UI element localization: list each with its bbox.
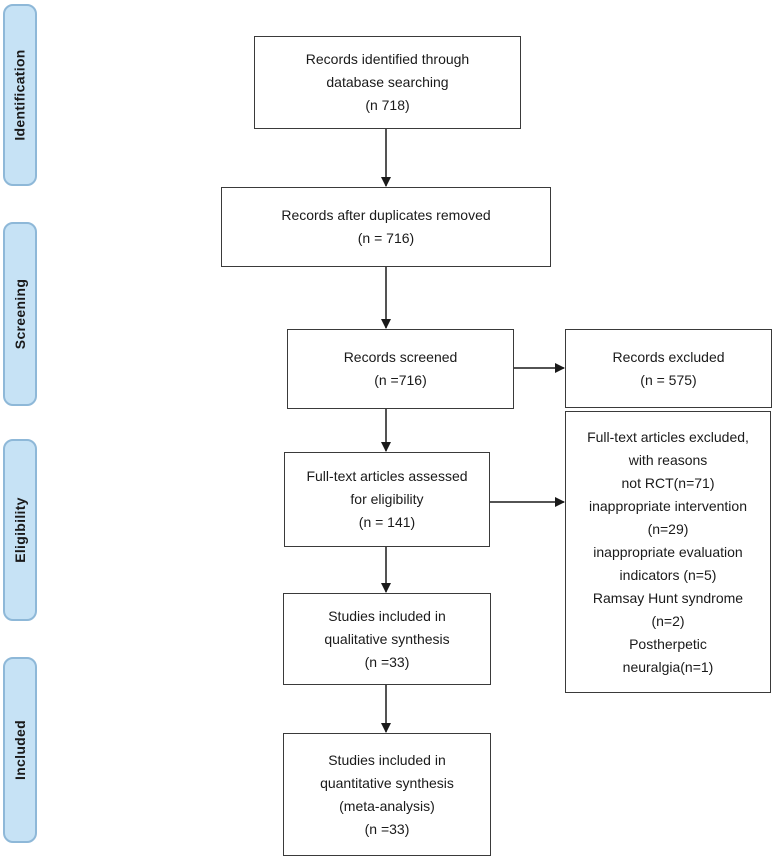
box-qualitative-synthesis: Studies included in qualitative synthesi… — [283, 593, 491, 685]
box-quantitative-synthesis-line-2: quantitative synthesis — [320, 774, 454, 791]
box-full-text-assessed: Full-text articles assessed for eligibil… — [284, 452, 490, 547]
box-full-text-excluded-line-6: inappropriate evaluation — [593, 543, 743, 560]
box-full-text-excluded-line-10: Postherpetic — [629, 635, 707, 652]
box-full-text-excluded-line-7: indicators (n=5) — [619, 566, 717, 583]
box-records-identified-line-2: database searching — [326, 74, 449, 90]
box-records-after-duplicates: Records after duplicates removed (n = 71… — [221, 187, 551, 267]
box-full-text-excluded-line-4: inappropriate intervention — [589, 497, 747, 514]
box-records-excluded: Records excluded (n = 575) — [565, 329, 772, 408]
box-records-screened-line-1: Records screened — [343, 349, 458, 365]
phase-eligibility: Eligibility — [3, 439, 37, 621]
box-full-text-excluded-line-5: (n=29) — [647, 520, 689, 537]
box-quantitative-synthesis-line-1: Studies included in — [328, 751, 446, 768]
box-records-identified-line-3: (n 718) — [365, 97, 410, 113]
box-qualitative-synthesis-line-2: qualitative synthesis — [324, 630, 450, 647]
box-full-text-excluded-line-9: (n=2) — [651, 612, 685, 629]
box-records-screened-line-2: (n =716) — [374, 372, 427, 388]
box-qualitative-synthesis-line-3: (n =33) — [364, 653, 410, 670]
box-full-text-excluded: Full-text articles excluded, with reason… — [565, 411, 771, 693]
box-records-after-duplicates-line-1: Records after duplicates removed — [281, 207, 491, 223]
box-records-identified-line-1: Records identified through — [305, 51, 470, 67]
box-records-identified: Records identified through database sear… — [254, 36, 521, 129]
box-quantitative-synthesis-line-3: (meta-analysis) — [339, 797, 435, 814]
box-full-text-excluded-line-2: with reasons — [628, 451, 708, 468]
box-full-text-excluded-line-8: Ramsay Hunt syndrome — [592, 589, 744, 606]
box-quantitative-synthesis: Studies included in quantitative synthes… — [283, 733, 491, 856]
phase-identification: Identification — [3, 4, 37, 186]
box-full-text-excluded-line-11: neuralgia(n=1) — [622, 658, 714, 675]
box-records-after-duplicates-line-2: (n = 716) — [357, 230, 415, 246]
box-quantitative-synthesis-line-4: (n =33) — [364, 820, 410, 837]
box-records-screened: Records screened (n =716) — [287, 329, 514, 409]
box-full-text-excluded-line-3: not RCT(n=71) — [621, 474, 715, 491]
box-records-excluded-line-1: Records excluded — [612, 348, 725, 365]
box-full-text-assessed-line-2: for eligibility — [350, 491, 424, 507]
box-qualitative-synthesis-line-1: Studies included in — [328, 607, 446, 624]
box-records-excluded-line-2: (n = 575) — [640, 371, 697, 388]
phase-screening: Screening — [3, 222, 37, 406]
box-full-text-excluded-line-1: Full-text articles excluded, — [587, 428, 749, 445]
phase-included: Included — [3, 657, 37, 843]
box-full-text-assessed-line-3: (n = 141) — [358, 514, 416, 530]
box-full-text-assessed-line-1: Full-text articles assessed — [306, 468, 468, 484]
